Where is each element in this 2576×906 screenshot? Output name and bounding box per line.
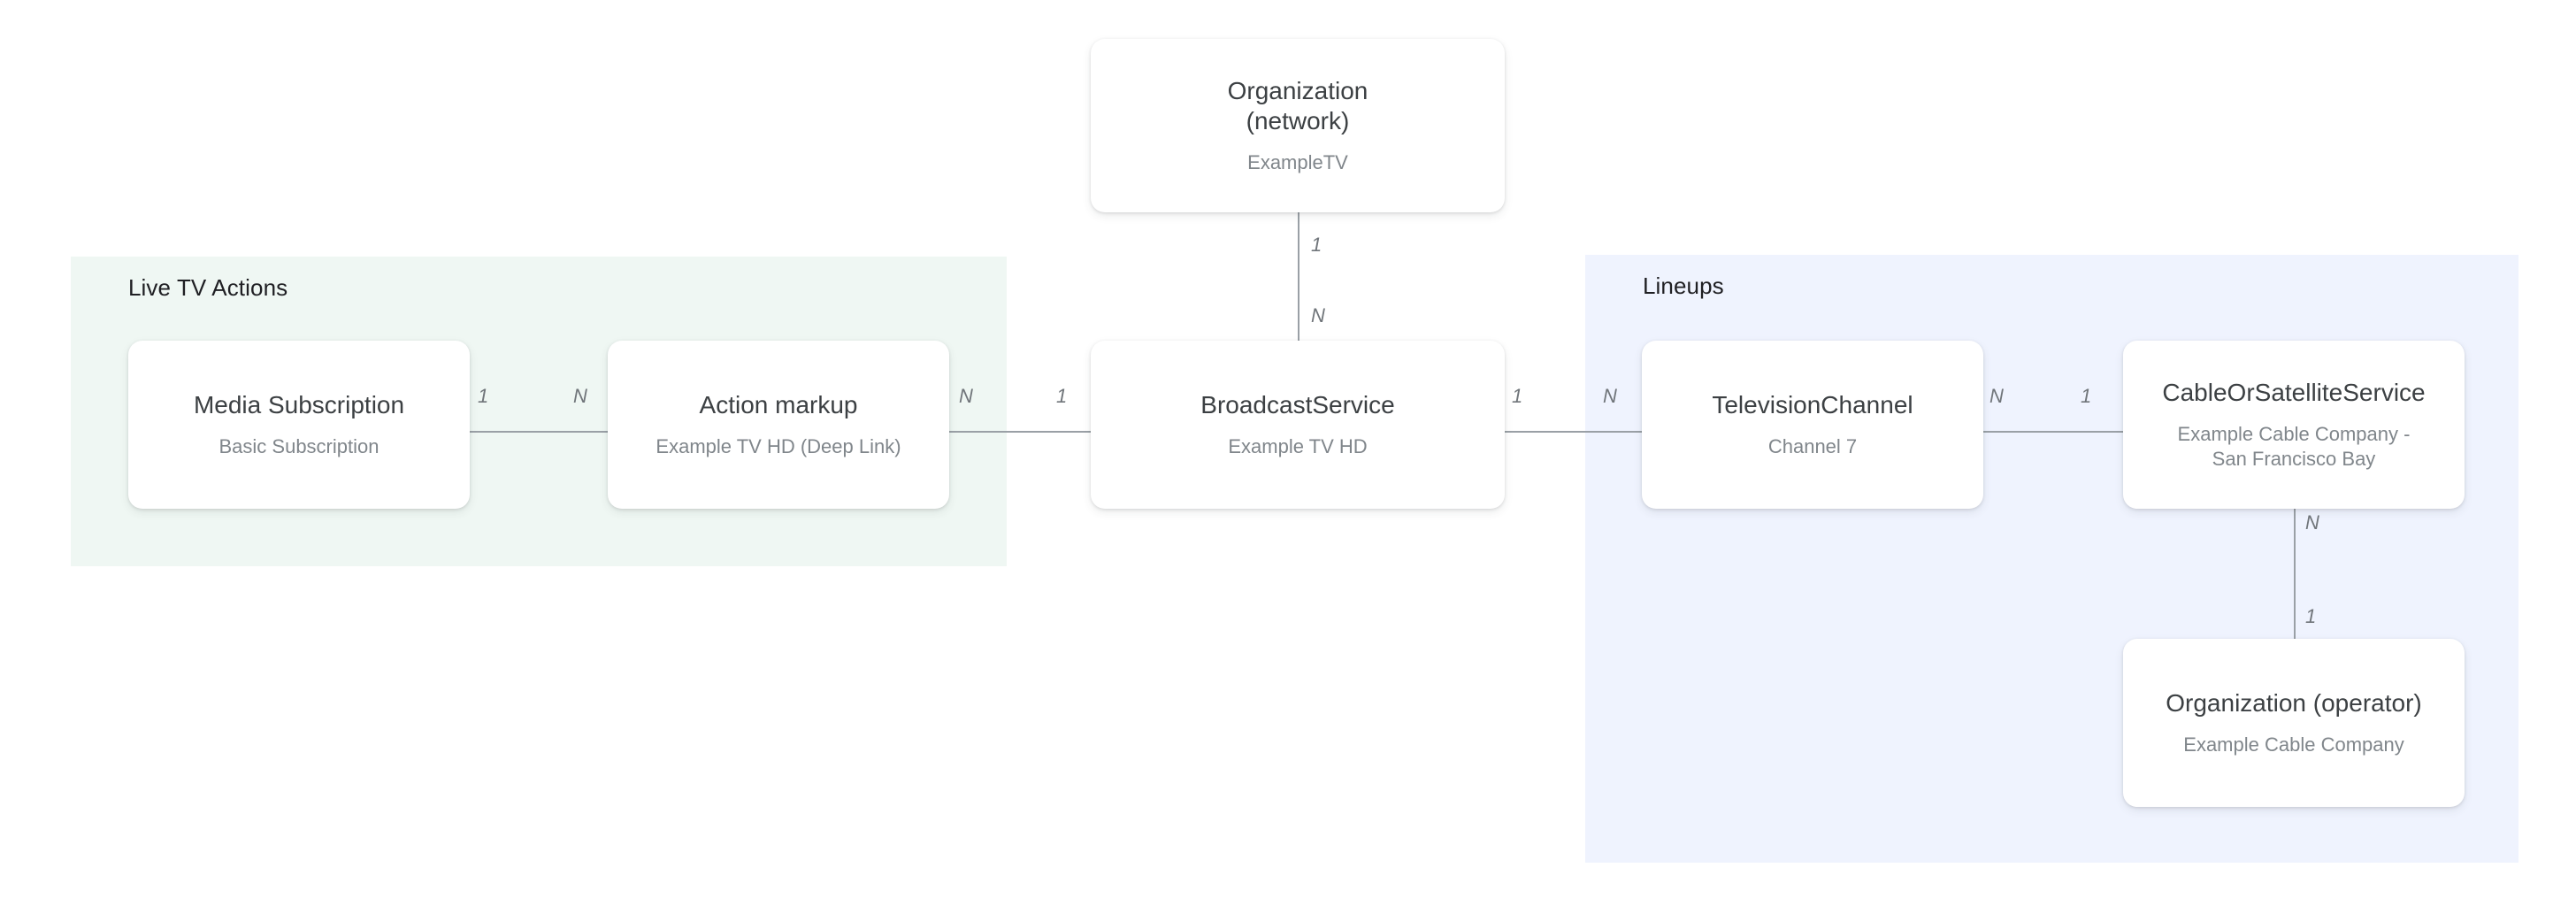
node-subtitle-organization-operator: Example Cable Company xyxy=(2183,733,2404,756)
group-heading-lineups: Lineups xyxy=(1643,273,1724,299)
node-title-organization-network: Organization (network) xyxy=(1227,76,1368,134)
edge-action-markup--broadcastservice xyxy=(949,431,1091,433)
cardinality-label-lbl-orgnet-n: N xyxy=(1311,304,1325,326)
node-subtitle-action-markup: Example TV HD (Deep Link) xyxy=(656,435,901,457)
cardinality-label-lbl-mediasub-1: 1 xyxy=(478,385,489,407)
node-title-broadcastservice: BroadcastService xyxy=(1200,390,1395,418)
node-title-action-markup: Action markup xyxy=(699,390,858,418)
edge-cableorsatelliteservice--organization-operator xyxy=(2294,509,2296,639)
node-subtitle-organization-network: ExampleTV xyxy=(1247,151,1348,174)
cardinality-label-lbl-tvchannel-n-right: N xyxy=(1990,385,2004,407)
node-organization-operator[interactable]: Organization (operator) Example Cable Com… xyxy=(2123,639,2465,807)
cardinality-label-lbl-orgoperator-1: 1 xyxy=(2305,605,2317,627)
cardinality-label-lbl-broadcast-1-right: 1 xyxy=(1512,385,1523,407)
cardinality-label-lbl-orgnet-1: 1 xyxy=(1311,234,1322,256)
edge-broadcastservice--televisionchannel xyxy=(1505,431,1642,433)
cardinality-label-lbl-broadcast-1-left: 1 xyxy=(1056,385,1068,407)
node-title-televisionchannel: TelevisionChannel xyxy=(1712,390,1913,418)
node-subtitle-broadcastservice: Example TV HD xyxy=(1228,435,1368,457)
edge-televisionchannel--cableorsatelliteservice xyxy=(1983,431,2123,433)
cardinality-label-lbl-cablesat-n: N xyxy=(2305,511,2319,534)
node-subtitle-media-subscription: Basic Subscription xyxy=(218,435,380,457)
cardinality-label-lbl-tvchannel-n-left: N xyxy=(1603,385,1617,407)
edge-organization-network--broadcastservice xyxy=(1298,212,1300,341)
group-heading-live-tv-actions: Live TV Actions xyxy=(128,274,288,301)
node-subtitle-televisionchannel: Channel 7 xyxy=(1767,435,1858,457)
cardinality-label-lbl-actionmarkup-n-left: N xyxy=(573,385,587,407)
node-title-media-subscription: Media Subscription xyxy=(193,390,405,418)
node-title-organization-operator: Organization (operator) xyxy=(2166,688,2422,717)
node-organization-network[interactable]: Organization (network) ExampleTV xyxy=(1091,39,1505,212)
node-subtitle-cableorsatelliteservice: Example Cable Company - San Francisco Ba… xyxy=(2177,422,2411,471)
cardinality-label-lbl-cablesat-1: 1 xyxy=(2081,385,2092,407)
cardinality-label-lbl-actionmarkup-n-right: N xyxy=(959,385,973,407)
node-title-cableorsatelliteservice: CableOrSatelliteService xyxy=(2162,378,2426,406)
edge-media-subscription--action-markup xyxy=(470,431,608,433)
